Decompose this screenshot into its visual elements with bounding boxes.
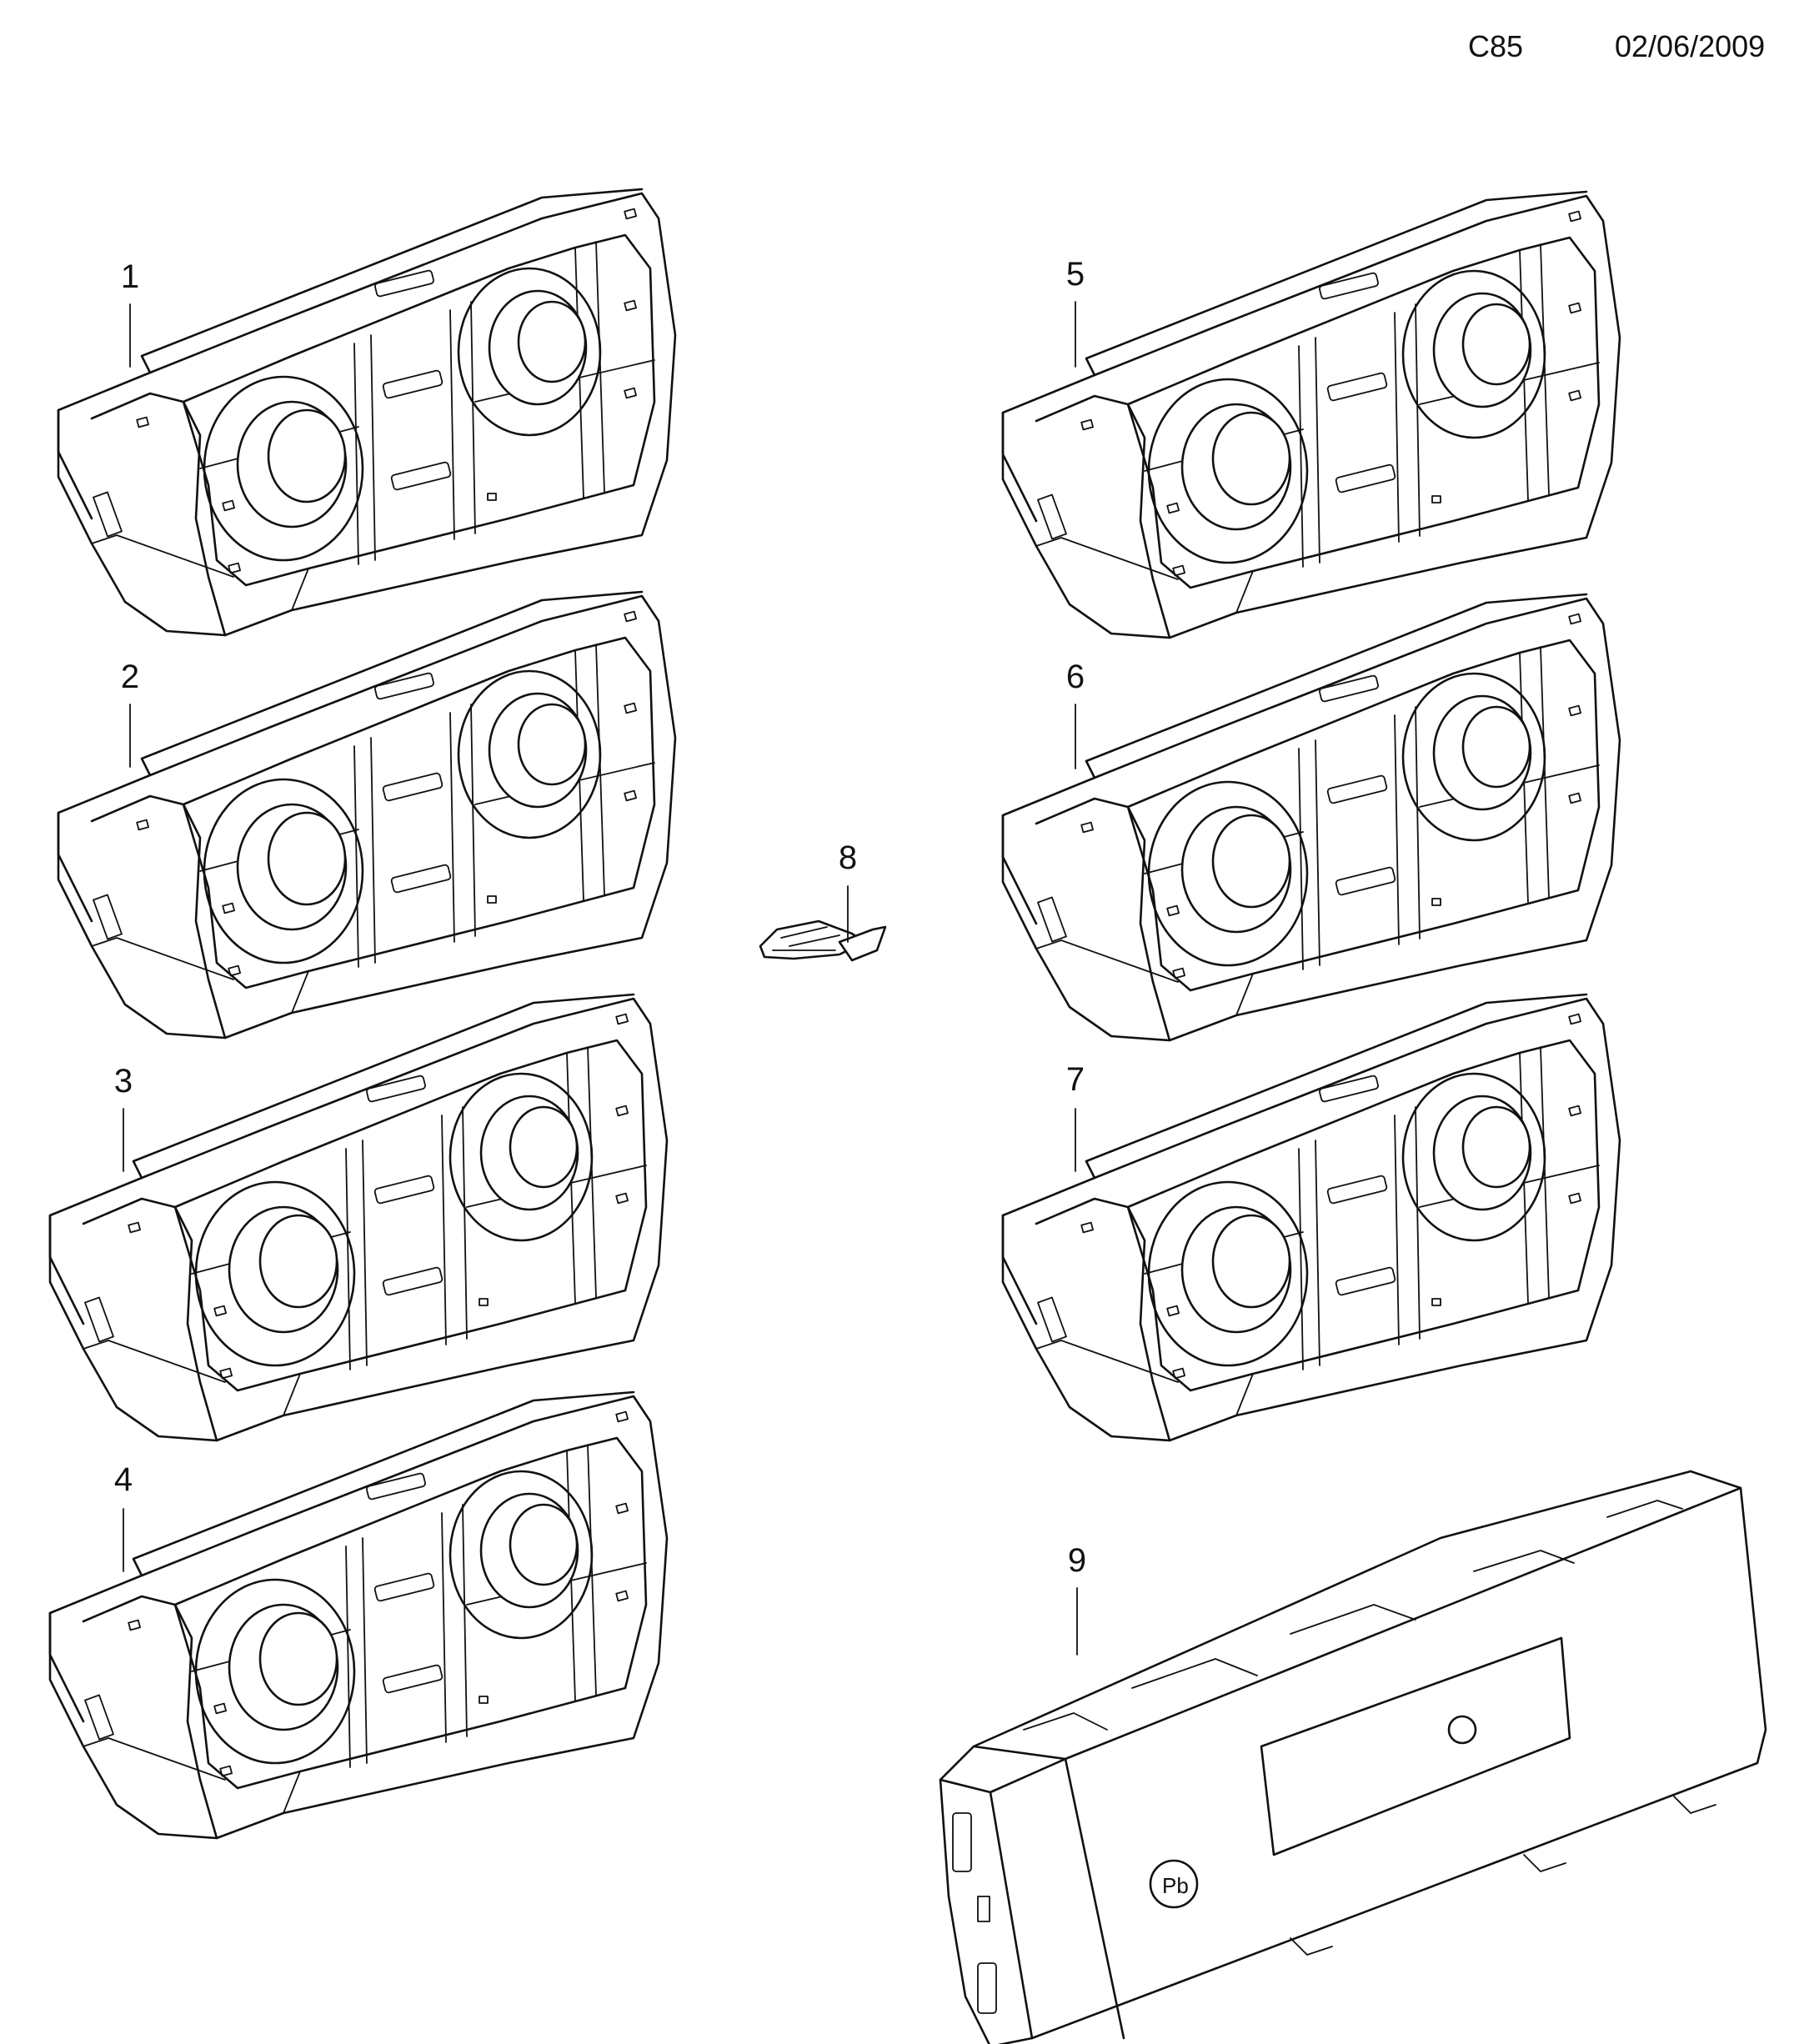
part-3-panel: 3: [48, 993, 669, 1442]
callout-8: 8: [839, 839, 857, 876]
callout-9: 9: [1068, 1542, 1086, 1579]
callout-7: 7: [1066, 1061, 1085, 1098]
diagram-code: C85: [1468, 29, 1523, 63]
part-6-panel: 6: [1001, 593, 1621, 1042]
callout-3: 3: [114, 1063, 133, 1100]
callout-4: 4: [114, 1461, 133, 1498]
part-8-clip: 8: [759, 839, 887, 962]
diagram-date: 02/06/2009: [1615, 29, 1765, 63]
part-1-panel: 1: [57, 188, 677, 637]
part-9-control-module: 9: [939, 1470, 1767, 2044]
callout-1: 1: [121, 258, 139, 295]
part-2-panel: 2: [57, 590, 677, 1040]
part-4-panel: 4: [48, 1390, 669, 1840]
part-5-panel: 5: [1001, 190, 1621, 639]
callout-2: 2: [121, 659, 139, 695]
callout-5: 5: [1066, 256, 1085, 293]
callout-6: 6: [1066, 659, 1085, 695]
part-7-panel: 7: [1001, 993, 1621, 1442]
